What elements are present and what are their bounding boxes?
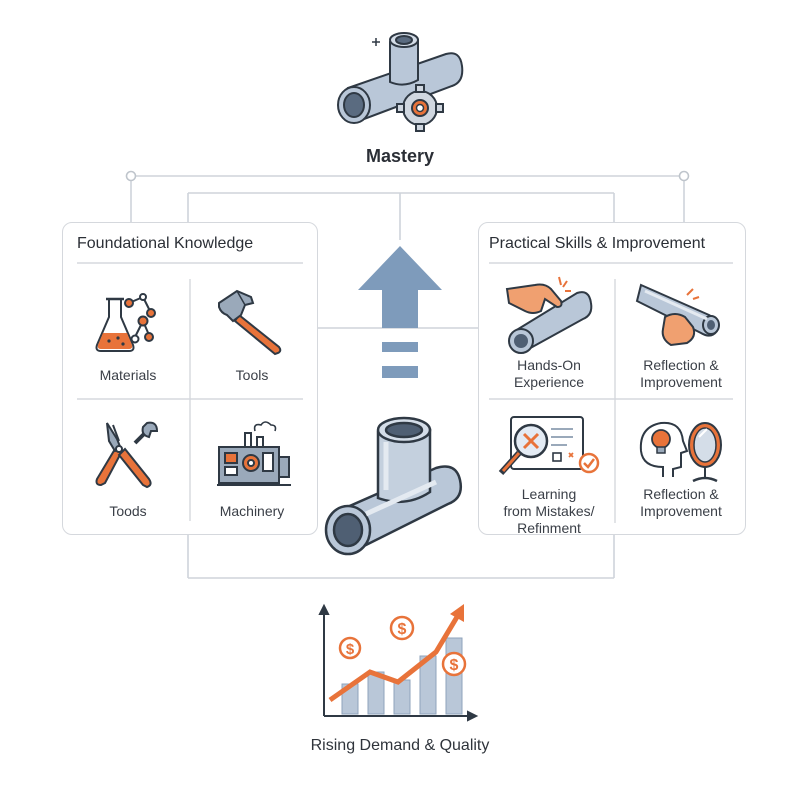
hands-on-experience-label: Hands-On Experience [513, 357, 585, 390]
tee-pipe-icon [324, 416, 462, 556]
up-arrow-icon [358, 246, 442, 378]
svg-text:$: $ [450, 657, 459, 674]
practical-skills-panel: Practical Skills & Improvement Hands-On … [478, 222, 746, 536]
panel-title: Practical Skills & Improvement [489, 235, 706, 252]
svg-text:$: $ [398, 621, 407, 638]
materials-label: Materials [99, 367, 157, 383]
hand-pipe-inspect-icon [635, 283, 720, 347]
pliers-wrench-icon [95, 421, 159, 489]
hand-pipe-icon [505, 276, 593, 354]
svg-text:$: $ [346, 641, 355, 658]
panel-title: Foundational Knowledge [77, 235, 254, 252]
hammer-icon [218, 289, 282, 356]
reflection-improvement-label: Reflection & Improvement [640, 357, 722, 390]
machine-icon [217, 421, 291, 486]
reflection-improvement-label-2: Reflection & Improvement [640, 486, 722, 519]
head-bulb-mirror-icon [639, 421, 722, 483]
flask-molecule-icon [95, 293, 156, 352]
foundational-knowledge-panel: Foundational Knowledge Materials Tools [62, 222, 318, 535]
machinery-label: Machinery [219, 503, 285, 519]
tools-label: Tools [235, 367, 269, 383]
panel-grid-lines [489, 262, 733, 523]
rising-chart-icon: $ $ $ [318, 603, 479, 722]
panel-grid-lines [77, 262, 303, 521]
mastery-title: Mastery [365, 146, 435, 166]
learning-from-mistakes-label: Learning from Mistakes/ Refinment [503, 486, 595, 536]
pipe-gear-icon [337, 32, 464, 132]
rising-demand-quality-label: Rising Demand & Quality [310, 737, 490, 754]
toods-label: Toods [109, 503, 147, 519]
magnifier-checklist-icon [498, 416, 600, 476]
